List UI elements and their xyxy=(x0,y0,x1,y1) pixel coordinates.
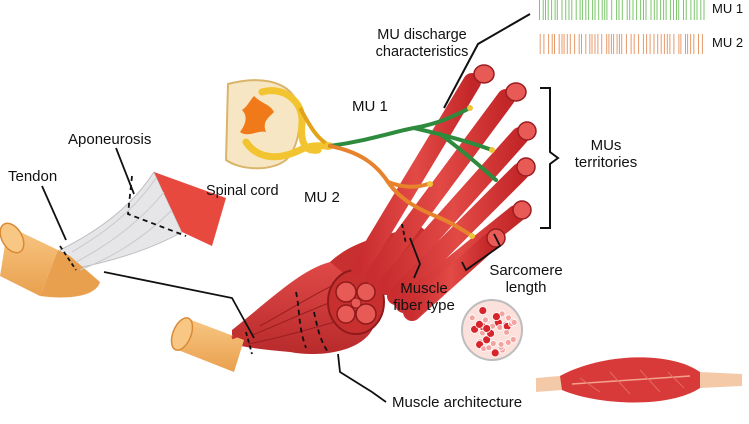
fiber-cell xyxy=(496,324,504,331)
fiber-cell xyxy=(503,328,511,336)
sarcomere-label-line2: length xyxy=(505,279,547,296)
discharge-label: MU discharge characteristics xyxy=(360,27,484,61)
myotendinous-cut xyxy=(245,331,253,355)
fiber-cell xyxy=(497,340,505,348)
mu2-axon-label: MU 2 xyxy=(304,189,340,206)
fiber-cell xyxy=(505,314,513,322)
fiber-cell xyxy=(482,324,492,333)
sarcomere-bracket xyxy=(461,233,502,272)
territories-bracket xyxy=(540,87,560,229)
sarcomere-label: Sarcomere length xyxy=(484,262,568,296)
architecture-pointer xyxy=(337,353,387,403)
territories-label-line1: MUs xyxy=(590,137,622,154)
territories-label: MUs territories xyxy=(566,137,646,171)
mu1-axon-label: MU 1 xyxy=(352,98,388,115)
aponeurosis-label: Aponeurosis xyxy=(68,131,152,148)
architecture-cut xyxy=(295,291,307,349)
spinal-cord-label: Spinal cord xyxy=(206,183,279,199)
fiber-cell xyxy=(468,314,476,322)
muscle-fibers xyxy=(351,64,537,321)
fiber-cross-section-icon xyxy=(461,299,523,361)
fiber-cell xyxy=(478,306,488,316)
fiber-type-label-line1: Muscle xyxy=(400,280,448,297)
fiber-cell xyxy=(485,344,493,352)
architecture-cut-2 xyxy=(313,311,329,353)
discharge-callout-line xyxy=(443,13,531,109)
fiber-type-label: Muscle fiber type xyxy=(382,280,466,314)
fiber-cell xyxy=(491,312,501,322)
fiber-cell xyxy=(504,338,512,346)
fiber-cell xyxy=(509,336,517,343)
mu1-train-label: MU 1 xyxy=(712,1,744,16)
spinal-cord-icon xyxy=(224,79,334,170)
mu1-spike-train xyxy=(539,0,705,20)
fiber-type-pointer xyxy=(409,237,421,279)
sarcomere-label-line1: Sarcomere xyxy=(489,262,563,279)
aponeurosis-tendon-drawing xyxy=(0,170,226,298)
fiber-cell xyxy=(481,316,489,324)
fiber-cell xyxy=(510,318,518,326)
pennate-muscle-icon xyxy=(536,357,742,403)
mu1-axon xyxy=(328,105,498,182)
fiber-type-label-line2: fiber type xyxy=(393,297,455,314)
tendon-label: Tendon xyxy=(8,168,58,185)
fiber-cell xyxy=(489,340,497,347)
mu2-spike-train xyxy=(539,34,703,54)
mu2-train-label: MU 2 xyxy=(712,35,744,50)
fiber-cell xyxy=(474,319,484,329)
discharge-label-line1: MU discharge xyxy=(377,27,467,43)
tendon-pointer xyxy=(41,185,67,241)
fiber-cut xyxy=(401,223,407,245)
fiber-cell xyxy=(490,348,500,358)
aponeurosis-to-muscle-line xyxy=(103,271,255,339)
mu2-axon xyxy=(328,144,475,239)
fascicle-cross-section xyxy=(327,269,385,335)
discharge-label-line2: characteristics xyxy=(375,44,469,60)
architecture-label: Muscle architecture xyxy=(392,394,523,411)
territories-label-line2: territories xyxy=(574,154,638,171)
aponeurosis-pointer xyxy=(115,147,135,195)
distal-tendon xyxy=(170,317,253,372)
